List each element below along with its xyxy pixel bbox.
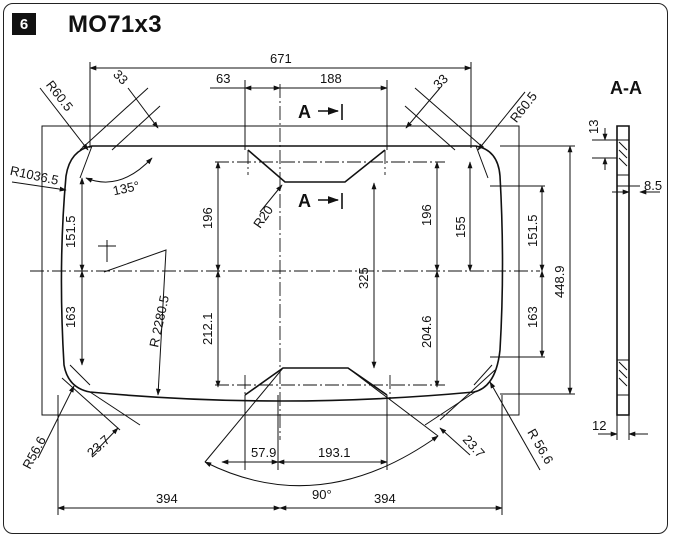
section-dim-12: 12 [592, 418, 606, 433]
dim-155: 155 [453, 216, 468, 238]
bottom-cutout [244, 367, 388, 396]
angle-arc-135 [85, 157, 153, 183]
section-hatching [618, 141, 628, 387]
sink-outline [60, 145, 504, 402]
dim-196-right: 196 [419, 204, 434, 226]
radius-bl: R56.6 [19, 434, 49, 472]
dim-196-left: 196 [200, 207, 215, 229]
radius-left-side: R1036.5 [9, 163, 60, 188]
section-marker-mid: A [298, 191, 311, 211]
dim-23-7-right: 23.7 [460, 432, 488, 461]
section-marker-top: A [298, 102, 311, 122]
radius-tr: R60.5 [507, 89, 540, 126]
dim-188: 188 [320, 71, 342, 86]
dim-151-5-left: 151.5 [63, 215, 78, 248]
radius-tl: R60.5 [43, 77, 76, 114]
dim-33-left: 33 [110, 67, 131, 88]
plate-outline [41, 125, 520, 416]
angle-arc-90 [204, 435, 439, 487]
section-dim-13: 13 [586, 120, 601, 134]
dim-163-right: 163 [525, 306, 540, 328]
dim-57-9: 57.9 [251, 445, 276, 460]
dim-212-1: 212.1 [200, 312, 215, 345]
angle-90: 90° [312, 487, 332, 502]
arc-radius-leader [103, 249, 167, 396]
section-title: A-A [610, 78, 642, 98]
radius-br: R 56.6 [524, 426, 556, 467]
dim-394-right: 394 [374, 491, 396, 506]
dim-671: 671 [270, 51, 292, 66]
dim-163-left: 163 [63, 306, 78, 328]
dim-193-1: 193.1 [318, 445, 351, 460]
dim-204-6: 204.6 [419, 315, 434, 348]
dim-23-7-left: 23.7 [84, 432, 113, 460]
arc-radius: R 2280.5 [146, 294, 172, 349]
dim-33-right: 33 [430, 71, 451, 92]
dim-394-left: 394 [156, 491, 178, 506]
section-profile [616, 125, 630, 416]
radius-inner: R20 [250, 203, 276, 231]
dim-63: 63 [216, 71, 230, 86]
dim-325: 325 [356, 267, 371, 289]
figure-number-badge: 6 [12, 13, 36, 35]
angle-135: 135° [111, 178, 140, 198]
top-cutout [247, 149, 386, 183]
section-dim-8-5: 8.5 [644, 178, 662, 193]
dim-448-9: 448.9 [552, 265, 567, 298]
section-detail-lines [617, 139, 629, 396]
model-title: MO71x3 [68, 11, 162, 38]
dim-151-5-right: 151.5 [525, 214, 540, 247]
